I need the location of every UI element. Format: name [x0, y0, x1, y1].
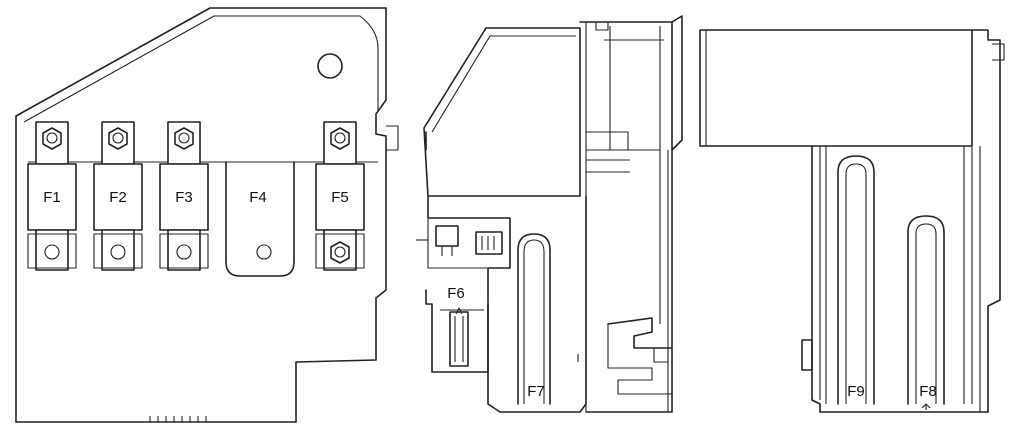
fuse-f5: F5: [315, 121, 365, 271]
fuse-label-f7: F7: [527, 383, 545, 400]
fuse-label-f5: F5: [331, 189, 349, 206]
fuse-label-f8: F8: [919, 383, 937, 400]
fuse-f4: F4: [225, 161, 295, 277]
fuse-label-f9: F9: [847, 383, 865, 400]
relay-icon: [475, 231, 503, 255]
fuse-f6: [449, 307, 469, 367]
left-fuse-panel: [15, 7, 399, 423]
fuse-label-f4: F4: [249, 189, 267, 206]
fuse-label-f3: F3: [175, 189, 193, 206]
fuse-label-f6: F6: [447, 285, 465, 302]
right-fuse-panel: F9 F8: [699, 29, 1005, 413]
fuse-f1: F1: [27, 121, 77, 271]
fuse-f2: F2: [93, 121, 143, 271]
fuse-label-f1: F1: [43, 189, 61, 206]
middle-fuse-panel: F7 F6: [416, 15, 683, 413]
fuse-label-f2: F2: [109, 189, 127, 206]
relay-icon: [435, 225, 459, 256]
fuse-f3: F3: [159, 121, 209, 271]
